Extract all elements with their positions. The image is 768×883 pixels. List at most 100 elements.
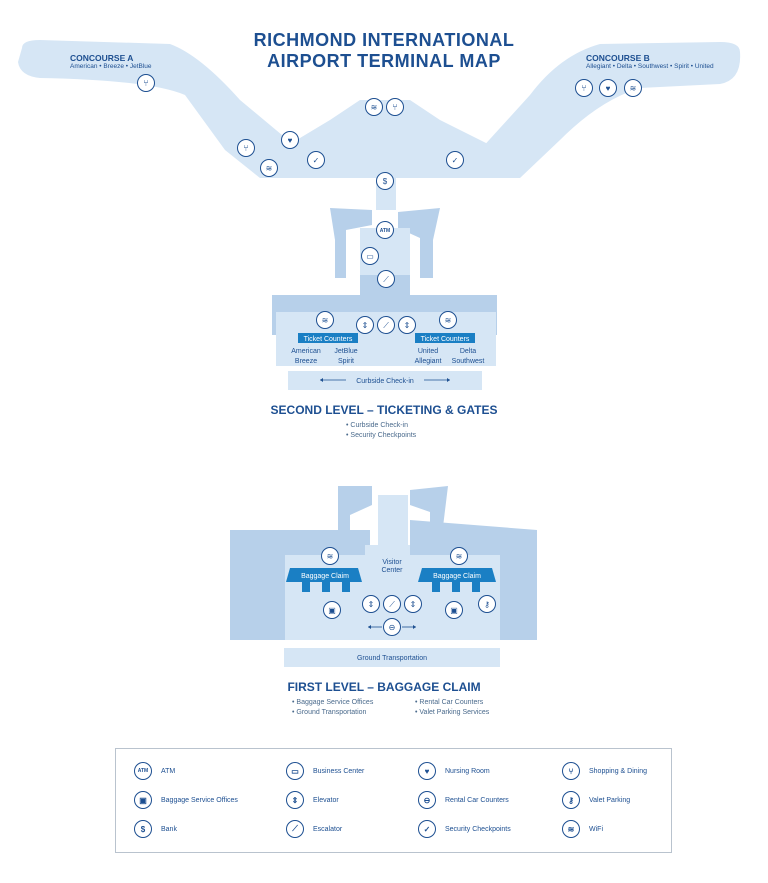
first-level-bullet: • Baggage Service Offices bbox=[292, 699, 374, 706]
svg-text:≋: ≋ bbox=[327, 552, 334, 561]
svg-text:≋: ≋ bbox=[445, 316, 452, 325]
concourse-a-airlines: American • Breeze • JetBlue bbox=[70, 63, 152, 70]
svg-text:⑂: ⑂ bbox=[392, 102, 397, 112]
carousel bbox=[302, 582, 310, 592]
escalator-icon[interactable]: ⟋ bbox=[377, 270, 395, 288]
rental-car-icon: ⊖ bbox=[418, 791, 436, 809]
legend-label: Shopping & Dining bbox=[589, 767, 647, 775]
ticket-counters-right-banner bbox=[415, 333, 475, 343]
valet-parking-icon[interactable]: ⚷ bbox=[478, 595, 496, 613]
baggage-claim-left-label: Baggage Claim bbox=[301, 573, 349, 580]
business-center-icon: ▭ bbox=[286, 762, 304, 780]
concourse-b-name: CONCOURSE B bbox=[586, 53, 650, 63]
wifi-icon[interactable]: ≋ bbox=[624, 79, 642, 97]
map-legend: ATM ATM ▣ Baggage Service Offices $ Bank… bbox=[115, 748, 672, 853]
security-checkpoint-icon[interactable]: ✓ bbox=[307, 151, 325, 169]
svg-text:⚷: ⚷ bbox=[484, 600, 490, 609]
wifi-icon[interactable]: ≋ bbox=[316, 311, 334, 329]
wifi-icon[interactable]: ≋ bbox=[439, 311, 457, 329]
carousel bbox=[452, 582, 460, 592]
svg-text:▭: ▭ bbox=[366, 252, 374, 261]
svg-text:⑂: ⑂ bbox=[243, 143, 248, 153]
svg-text:≋: ≋ bbox=[630, 84, 637, 93]
nursing-room-icon[interactable]: ♥ bbox=[599, 79, 617, 97]
airline-label: Delta bbox=[460, 348, 476, 355]
atm-glyph: ATM bbox=[380, 228, 390, 234]
shopping-dining-icon[interactable]: ⑂ bbox=[575, 79, 593, 97]
rental-arrowhead-right bbox=[413, 625, 416, 629]
bullet-text: Baggage Service Offices bbox=[296, 699, 374, 706]
shopping-dining-icon[interactable]: ⑂ bbox=[237, 139, 255, 157]
shopping-dining-icon[interactable]: ⑂ bbox=[386, 98, 404, 116]
baggage-service-icon[interactable]: ▣ bbox=[323, 601, 341, 619]
svg-text:⇕: ⇕ bbox=[368, 600, 375, 609]
legend-item-baggage-service: ▣ Baggage Service Offices bbox=[134, 790, 238, 810]
carousel bbox=[342, 582, 350, 592]
terminal-upper bbox=[330, 208, 372, 278]
svg-text:≋: ≋ bbox=[371, 103, 378, 112]
elevator-icon[interactable]: ⇕ bbox=[362, 595, 380, 613]
terminal-upper-right bbox=[398, 208, 440, 278]
ground-transportation-label: Ground Transportation bbox=[357, 655, 427, 662]
elevator-icon[interactable]: ⇕ bbox=[398, 316, 416, 334]
airline-label: Southwest bbox=[452, 358, 485, 365]
business-center-icon[interactable]: ▭ bbox=[361, 247, 379, 265]
svg-text:⑂: ⑂ bbox=[581, 83, 586, 93]
svg-text:⇕: ⇕ bbox=[362, 321, 369, 330]
legend-item-shopping-dining: ⑂ Shopping & Dining bbox=[562, 761, 647, 781]
wifi-icon[interactable]: ≋ bbox=[365, 98, 383, 116]
atm-icon: ATM bbox=[134, 762, 152, 780]
elevator-icon[interactable]: ⇕ bbox=[404, 595, 422, 613]
baggage-claim-right-banner bbox=[418, 568, 496, 582]
legend-item-rental-car: ⊖ Rental Car Counters bbox=[418, 790, 509, 810]
first-level-title: FIRST LEVEL – BAGGAGE CLAIM bbox=[287, 680, 481, 694]
svg-text:⟋: ⟋ bbox=[389, 600, 395, 609]
concourse-a-wing bbox=[18, 40, 300, 178]
second-level-bullet: • Curbside Check-in bbox=[346, 422, 408, 429]
bank-icon: $ bbox=[134, 820, 152, 838]
ticket-counters-left-banner bbox=[298, 333, 358, 343]
elevator-icon[interactable]: ⇕ bbox=[356, 316, 374, 334]
svg-text:♥: ♥ bbox=[606, 84, 611, 93]
nursing-room-icon: ♥ bbox=[418, 762, 436, 780]
airline-label: United bbox=[418, 348, 438, 355]
curbside-area bbox=[288, 371, 482, 390]
bank-icon[interactable]: $ bbox=[376, 172, 394, 190]
shopping-dining-icon: ⑂ bbox=[562, 762, 580, 780]
first-level-top bbox=[338, 486, 372, 535]
svg-text:▣: ▣ bbox=[328, 606, 336, 615]
nursing-room-icon[interactable]: ♥ bbox=[281, 131, 299, 149]
legend-item-escalator: ⟋ Escalator bbox=[286, 819, 342, 839]
legend-label: Rental Car Counters bbox=[445, 796, 509, 804]
baggage-service-icon[interactable]: ▣ bbox=[445, 601, 463, 619]
shopping-dining-icon[interactable]: ⑂ bbox=[137, 74, 155, 92]
security-checkpoint-icon[interactable]: ✓ bbox=[446, 151, 464, 169]
escalator-icon[interactable]: ⟋ bbox=[377, 316, 395, 334]
wifi-icon[interactable]: ≋ bbox=[450, 547, 468, 565]
bullet-text: Rental Car Counters bbox=[419, 699, 484, 706]
svg-text:⇕: ⇕ bbox=[404, 321, 411, 330]
ground-transportation-area bbox=[284, 648, 500, 667]
rental-car-icon[interactable]: ⊖ bbox=[383, 618, 401, 636]
legend-label: Bank bbox=[161, 825, 177, 833]
svg-text:≋: ≋ bbox=[456, 552, 463, 561]
svg-text:≋: ≋ bbox=[266, 164, 273, 173]
bullet-text: Ground Transportation bbox=[296, 709, 367, 716]
escalator-icon[interactable]: ⟋ bbox=[383, 595, 401, 613]
concourse-b-airlines: Allegiant • Delta • Southwest • Spirit •… bbox=[586, 63, 714, 70]
baggage-claim-right-label: Baggage Claim bbox=[433, 573, 481, 580]
atm-icon[interactable]: ATM bbox=[376, 221, 394, 239]
concourse-b-wing bbox=[480, 42, 741, 178]
wifi-icon[interactable]: ≋ bbox=[321, 547, 339, 565]
legend-item-elevator: ⇕ Elevator bbox=[286, 790, 339, 810]
legend-label: Baggage Service Offices bbox=[161, 796, 238, 804]
carousel bbox=[472, 582, 480, 592]
wifi-icon[interactable]: ≋ bbox=[260, 159, 278, 177]
security-checkpoint-icon: ✓ bbox=[418, 820, 436, 838]
second-level-title: SECOND LEVEL – TICKETING & GATES bbox=[270, 403, 498, 417]
concourse-a-name: CONCOURSE A bbox=[70, 53, 134, 63]
curbside-arrowhead-left bbox=[320, 378, 323, 382]
svg-text:♥: ♥ bbox=[288, 136, 293, 145]
second-level-bullet: • Security Checkpoints bbox=[346, 432, 417, 439]
legend-item-atm: ATM ATM bbox=[134, 761, 175, 781]
